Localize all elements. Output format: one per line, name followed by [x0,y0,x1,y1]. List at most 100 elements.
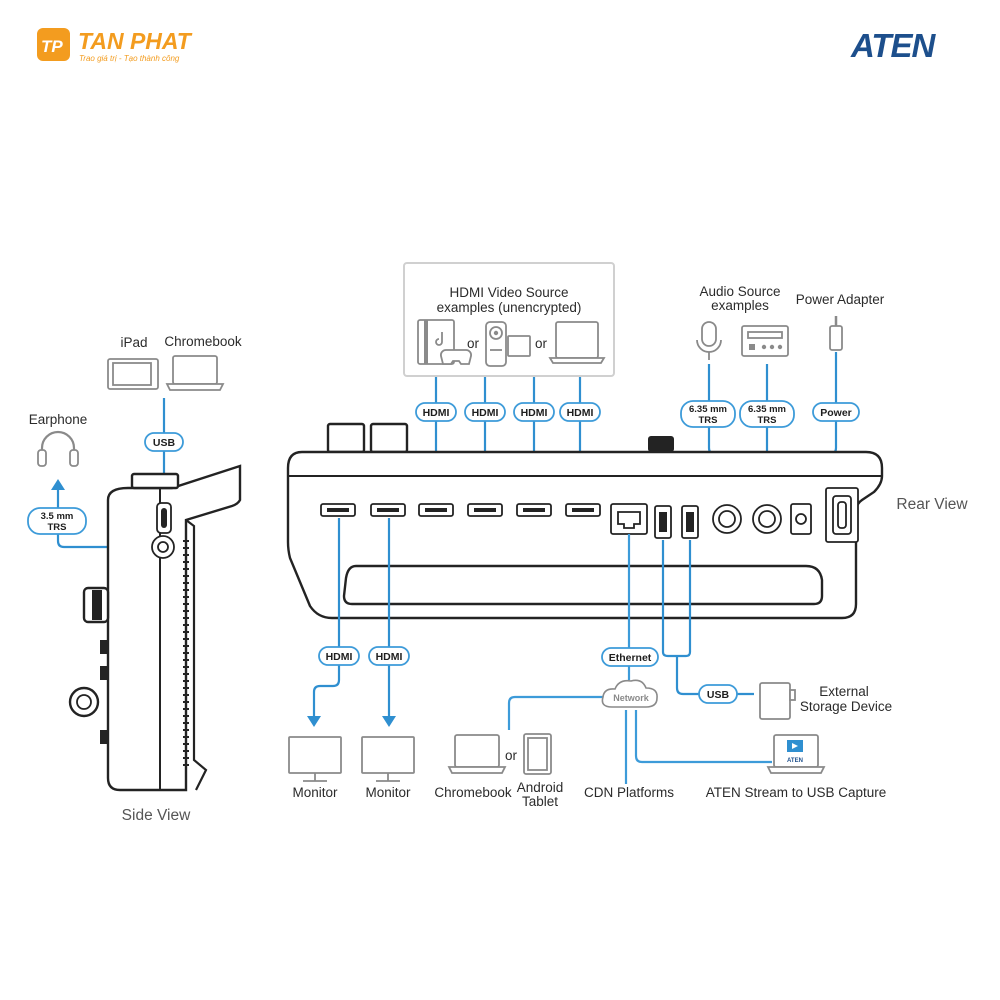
svg-text:TRS: TRS [758,415,777,426]
chromebook-bottom-icon [447,734,507,774]
monitor-label-1: Monitor [292,785,338,800]
storage-label-line1: External [819,684,869,699]
chromebook-top-icon [165,355,225,391]
side-view-label: Side View [122,807,191,824]
mixer-icon [741,325,789,357]
android-label-line1: Android [517,780,564,795]
game-console-icon [417,319,472,365]
audio-source-title-line2: examples [711,298,769,313]
hdmi-in-tag-4: HDMI [559,402,601,422]
trs635-tag-2: 6.35 mm TRS [739,400,795,428]
power-adapter-title: Power Adapter [796,292,885,307]
microphone-icon [696,321,722,360]
svg-text:USB: USB [153,437,176,449]
svg-text:HDMI: HDMI [521,407,548,419]
side-usb-tag: USB [144,432,184,452]
or-label-3: or [505,748,518,763]
top-knob-left [326,422,366,454]
ethernet-tag: Ethernet [601,647,659,667]
ipad-label: iPad [120,335,147,350]
tanphat-logo-glyph: TP [41,37,63,56]
hdmi-in-port-4 [565,503,601,517]
aten-logo: ATEN [850,27,938,64]
capture-label: ATEN Stream to USB Capture [706,785,887,800]
svg-text:TRS: TRS [699,415,718,426]
tanphat-logo-mark [37,28,70,61]
dc-power-port [790,503,812,535]
power-switch [825,487,859,543]
svg-text:HDMI: HDMI [472,407,499,419]
hdmi-in-tag-3: HDMI [513,402,555,422]
storage-label-line2: Storage Device [800,699,892,714]
rear-bottom-slot [342,564,824,606]
usb-port-1 [654,505,672,539]
audio-jack-1 [712,504,742,534]
usb-storage-cables [661,540,754,696]
audio-source-title-line1: Audio Source [699,284,780,299]
earphone-icon [37,430,79,467]
hdmi-out-tag-2: HDMI [368,646,410,666]
android-tablet-icon [523,733,552,775]
hdmi-in-tag-2: HDMI [464,402,506,422]
side-body [106,464,242,792]
hdmi-source-title-line2: examples (unencrypted) [437,300,582,315]
aten-capture-laptop-icon: ATEN [766,734,826,774]
or-label-2: or [535,336,548,351]
ipad-icon [107,358,159,390]
laptop-source-icon [548,321,606,364]
top-dial [648,436,674,452]
aten-logo-text: ATEN [850,27,937,64]
earphone-label: Earphone [29,412,88,427]
ethernet-port [610,503,648,535]
usb-storage-tag: USB [698,684,738,704]
side-trs35-tag: 3.5 mm TRS [27,507,87,535]
power-plug-icon [829,316,843,351]
hdmi-in-port-2 [467,503,503,517]
svg-text:3.5 mm: 3.5 mm [41,511,74,522]
network-label: Network [613,693,650,703]
audio-jack-2 [752,504,782,534]
svg-text:HDMI: HDMI [423,407,450,419]
capture-screen-brand: ATEN [787,758,803,764]
hdmi-out-port-1 [320,503,356,517]
hdmi-in-port-3 [516,503,552,517]
rear-view-device [286,422,884,620]
svg-text:TRS: TRS [48,522,67,533]
top-knob-right [369,422,409,454]
svg-text:6.35 mm: 6.35 mm [748,404,786,415]
hdmi-in-port-1 [418,503,454,517]
android-label-line2: Tablet [522,794,558,809]
side-top-knob [130,472,180,490]
or-label-1: or [467,336,480,351]
tanphat-name: TAN PHAT [78,28,193,54]
rear-view-label: Rear View [896,496,968,513]
camcorder-icon [485,321,531,367]
chromebook-top-label: Chromebook [164,334,242,349]
svg-text:HDMI: HDMI [326,651,353,663]
monitor-icon-2 [361,736,415,782]
cdn-label: CDN Platforms [584,785,674,800]
svg-text:HDMI: HDMI [376,651,403,663]
svg-text:USB: USB [707,689,730,701]
side-view-device [68,464,242,792]
monitor-label-2: Monitor [365,785,411,800]
external-storage-icon [759,682,796,720]
monitor-icon-1 [288,736,342,782]
svg-text:6.35 mm: 6.35 mm [689,404,727,415]
tanphat-slogan: Trao giá trị - Tạo thành công [79,54,180,63]
network-cloud: Network [601,679,658,708]
power-tag: Power [812,402,860,422]
svg-text:Ethernet: Ethernet [609,652,652,664]
usb-port-2 [681,505,699,539]
hdmi-source-title-line1: HDMI Video Source [449,285,568,300]
hdmi-out-tag-1: HDMI [318,646,360,666]
trs635-tag-1: 6.35 mm TRS [680,400,736,428]
tanphat-logo: TP TAN PHAT Trao giá trị - Tạo thành côn… [37,28,193,63]
hdmi-out-cables [307,518,396,727]
hdmi-out-port-2 [370,503,406,517]
svg-text:HDMI: HDMI [567,407,594,419]
chromebook-bottom-label: Chromebook [434,785,512,800]
svg-text:Power: Power [820,407,852,419]
hdmi-in-tag-1: HDMI [415,402,457,422]
